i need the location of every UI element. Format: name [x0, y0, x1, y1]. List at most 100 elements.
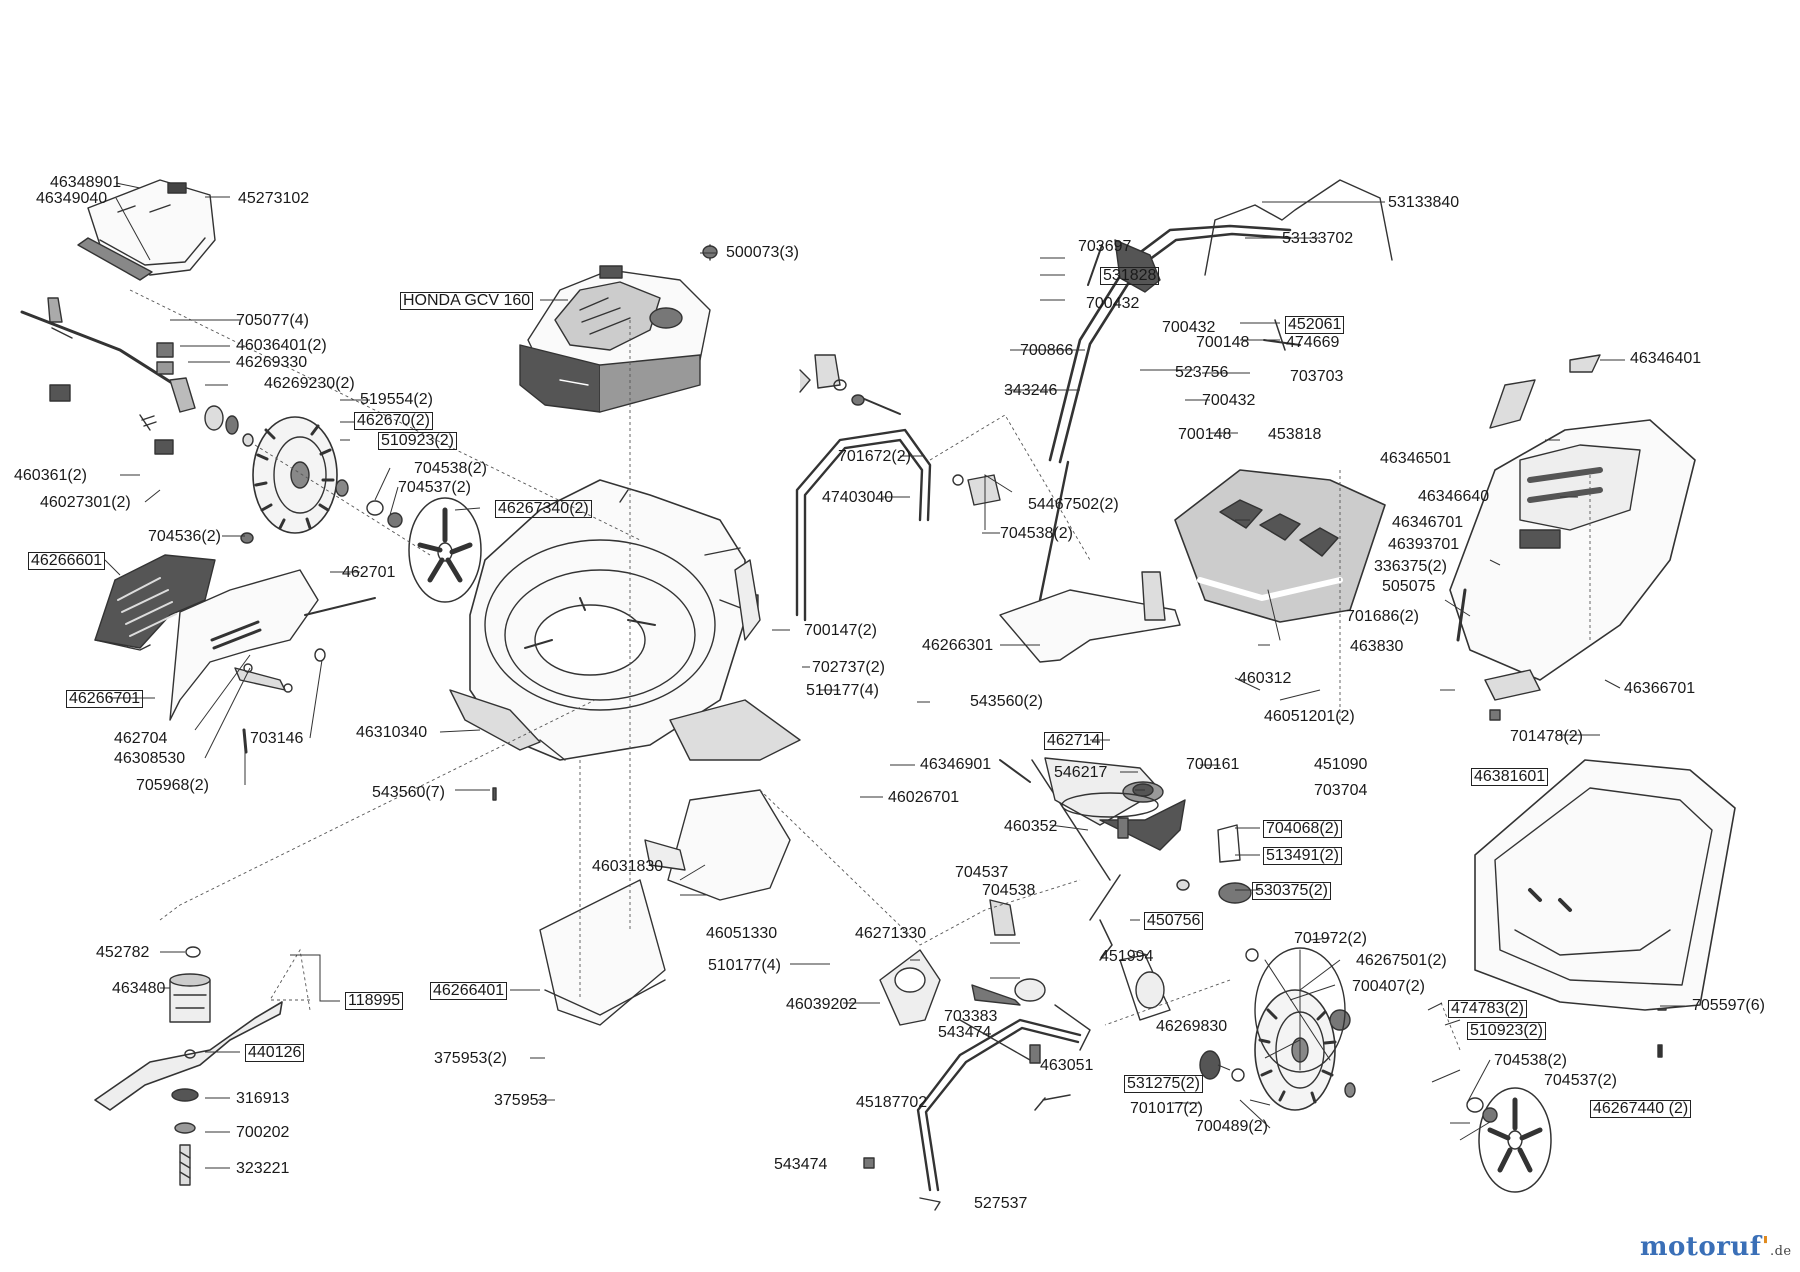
part-label: 513491(2) — [1263, 847, 1342, 865]
part-label: 704537 — [955, 864, 1009, 881]
part-label: 452782 — [96, 944, 150, 961]
part-label: 462670(2) — [354, 412, 433, 430]
part-label: 45273102 — [238, 190, 310, 207]
part-label: 46381601 — [1471, 768, 1549, 786]
part-label: 700489(2) — [1195, 1118, 1268, 1135]
rear-chute — [999, 571, 1181, 663]
part-label: 46271330 — [855, 925, 927, 942]
part-label: 46051330 — [706, 925, 778, 942]
part-label: 701972(2) — [1294, 930, 1367, 947]
part-label: 53133840 — [1388, 194, 1460, 211]
part-label: 453818 — [1268, 426, 1322, 443]
part-label: 546217 — [1054, 764, 1108, 781]
part-label: 46348901 — [50, 174, 122, 191]
part-label: 46393701 — [1388, 536, 1460, 553]
part-label: 46346401 — [1630, 350, 1702, 367]
part-label: 452061 — [1285, 316, 1345, 334]
part-label: 46269830 — [1156, 1018, 1228, 1035]
part-label: 46308530 — [114, 750, 186, 767]
part-label: 46269330 — [236, 354, 308, 371]
part-label: 505075 — [1382, 578, 1436, 595]
part-label: 701672(2) — [838, 448, 911, 465]
left-hub-cap — [366, 497, 482, 603]
part-label: 46310340 — [356, 724, 428, 741]
part-label: 46346501 — [1380, 450, 1452, 467]
part-label: 523756 — [1175, 364, 1229, 381]
part-label: 460361(2) — [14, 467, 87, 484]
part-label: 474783(2) — [1448, 1000, 1527, 1018]
part-label: 46346640 — [1418, 488, 1490, 505]
part-label: 704538 — [982, 882, 1036, 899]
part-label: 460352 — [1004, 818, 1058, 835]
part-label: 510177(4) — [708, 957, 781, 974]
front-bracket-parts — [539, 699, 1091, 1064]
part-label: 46267501(2) — [1356, 952, 1447, 969]
part-label: 460312 — [1238, 670, 1292, 687]
part-label: 703704 — [1314, 782, 1368, 799]
part-label: 704536(2) — [148, 528, 221, 545]
rear-flap-cover — [77, 179, 216, 281]
transmission — [999, 589, 1281, 961]
part-label: 704537(2) — [1544, 1072, 1617, 1089]
part-label: 46349040 — [36, 190, 108, 207]
part-label: 463830 — [1350, 638, 1404, 655]
lower-handle — [795, 354, 1001, 622]
part-label: 451090 — [1314, 756, 1368, 773]
part-label: 519554(2) — [360, 391, 433, 408]
part-label: 705077(4) — [236, 312, 309, 329]
part-label: 336375(2) — [1374, 558, 1447, 575]
part-label: 543474 — [774, 1156, 828, 1173]
part-label: 46267340(2) — [495, 500, 592, 518]
part-label: 702737(2) — [812, 659, 885, 676]
part-label: 118995 — [345, 992, 404, 1010]
part-label: 46266601 — [28, 552, 106, 570]
part-label: 700432 — [1086, 295, 1140, 312]
part-label: 463051 — [1040, 1057, 1094, 1074]
part-label: 531275(2) — [1124, 1075, 1203, 1093]
part-label: 323221 — [236, 1160, 290, 1177]
height-adjust-rod — [20, 297, 196, 455]
part-label: 543474 — [938, 1024, 992, 1041]
part-label: 704537(2) — [398, 479, 471, 496]
part-label: 47403040 — [822, 489, 894, 506]
upper-handle — [1038, 179, 1393, 602]
part-label: 700161 — [1186, 756, 1240, 773]
part-label: HONDA GCV 160 — [400, 292, 534, 310]
blade-assembly — [94, 946, 283, 1186]
part-label: 46266701 — [66, 690, 144, 708]
part-label: 375953 — [494, 1092, 548, 1109]
part-label: 343246 — [1004, 382, 1058, 399]
part-label: 46266401 — [430, 982, 508, 1000]
dashed-guide-lines — [129, 289, 1591, 1051]
part-label: 701686(2) — [1346, 608, 1419, 625]
part-label: 704538(2) — [1494, 1052, 1567, 1069]
grass-bag — [1474, 759, 1736, 1011]
part-label: 474669 — [1286, 334, 1340, 351]
front-hub-cap — [1466, 1087, 1552, 1193]
part-label: 705597(6) — [1692, 997, 1765, 1014]
part-label: 46346901 — [920, 756, 992, 773]
part-label: 705968(2) — [136, 777, 209, 794]
part-label: 531828 — [1100, 267, 1160, 285]
drive-wheel-assembly — [1034, 947, 1346, 1111]
part-label: 703703 — [1290, 368, 1344, 385]
rear-left-wheel — [204, 405, 349, 534]
part-label: 462701 — [342, 564, 396, 581]
part-label: 46366701 — [1624, 680, 1696, 697]
part-label: 462714 — [1044, 732, 1104, 750]
part-label: 700432 — [1202, 392, 1256, 409]
height-lever-front — [863, 1018, 1082, 1211]
part-label: 510923(2) — [378, 432, 457, 450]
side-discharge-flap — [94, 532, 376, 754]
part-label: 46026701 — [888, 789, 960, 806]
part-label: 462704 — [114, 730, 168, 747]
mower-deck — [449, 479, 761, 801]
part-label: 700432 — [1162, 319, 1216, 336]
part-label: 45187702 — [856, 1094, 928, 1111]
part-label: 530375(2) — [1252, 882, 1331, 900]
part-label: 463480 — [112, 980, 166, 997]
part-label: 46039202 — [786, 996, 858, 1013]
part-label: 510177(4) — [806, 682, 879, 699]
